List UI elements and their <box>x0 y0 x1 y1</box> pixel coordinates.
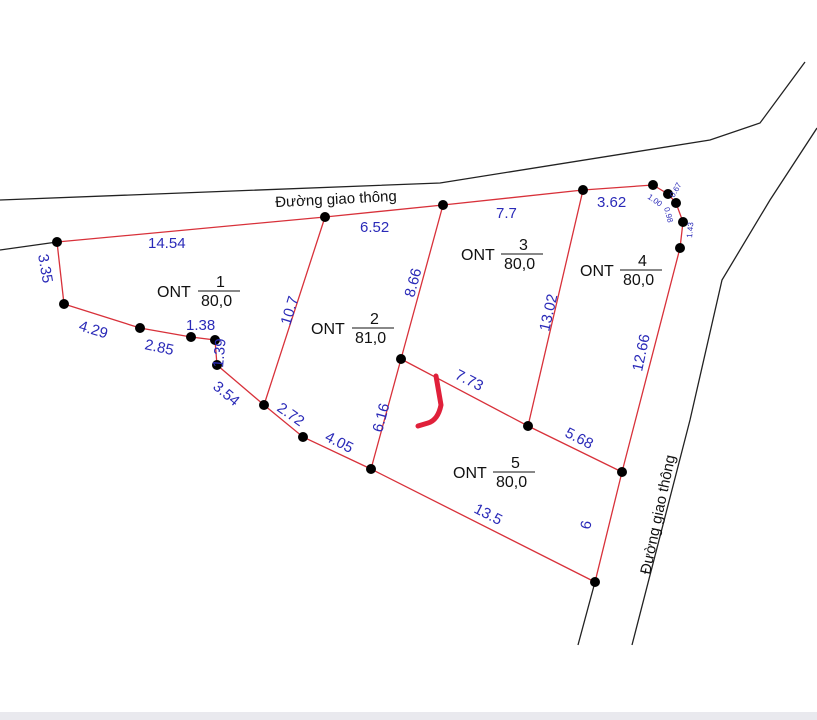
dim-label: 6.16 <box>369 401 393 434</box>
svg-text:ONT: ONT <box>453 465 487 482</box>
dim-label: 3.35 <box>34 253 56 285</box>
dim-label: 7.73 <box>452 366 486 394</box>
dim-label: 4.05 <box>322 428 356 456</box>
dim-label: 1.43 <box>685 221 695 238</box>
dim-label: 13.5 <box>471 500 505 528</box>
svg-text:2: 2 <box>370 311 379 328</box>
svg-text:ONT: ONT <box>311 321 345 338</box>
dim-label: 4.29 <box>77 318 110 343</box>
dim-label: 5.68 <box>562 424 596 452</box>
dim-label: 7.7 <box>496 205 517 222</box>
dim-label: 6 <box>577 519 595 531</box>
dim-label: 1.00 <box>646 192 664 209</box>
dim-label: 10.7 <box>278 294 303 327</box>
svg-text:81,0: 81,0 <box>355 330 386 347</box>
top-road-upper-edge <box>0 61 806 201</box>
dim-label: 12.66 <box>629 333 653 373</box>
dim-label: 6.52 <box>360 219 389 236</box>
lot-label-2: ONT 2 81,0 <box>311 311 394 347</box>
lot-divider-3-4 <box>527 189 584 427</box>
top-road-label: Đường giao thông <box>275 188 397 211</box>
right-road-inner-edge <box>577 581 596 646</box>
svg-text:1: 1 <box>216 274 225 291</box>
top-road-lower-edge <box>0 241 58 251</box>
svg-text:ONT: ONT <box>461 247 495 264</box>
right-road-outer-edge <box>631 127 817 646</box>
hand-drawn-marker <box>415 373 444 429</box>
dim-label: 1.39 <box>210 338 229 369</box>
lot-label-4: ONT 4 80,0 <box>580 253 662 289</box>
svg-text:ONT: ONT <box>580 263 614 280</box>
svg-text:3: 3 <box>519 237 528 254</box>
lot-label-5: ONT 5 80,0 <box>453 455 535 491</box>
lot-divider-1-2 <box>263 216 326 406</box>
svg-text:80,0: 80,0 <box>496 474 527 491</box>
svg-text:80,0: 80,0 <box>504 256 535 273</box>
svg-text:80,0: 80,0 <box>623 272 654 289</box>
dim-label: 14.54 <box>148 235 186 252</box>
lot-label-3: ONT 3 80,0 <box>461 237 543 273</box>
svg-text:4: 4 <box>638 253 647 270</box>
dim-label: 0.67 <box>668 181 684 199</box>
dim-label: 2.72 <box>274 399 308 430</box>
dim-label: 1.38 <box>186 317 215 334</box>
dim-label: 13.02 <box>536 292 561 332</box>
dim-label: 2.85 <box>143 336 175 359</box>
boundary-markers <box>52 180 688 587</box>
dim-label: 0.98 <box>662 206 675 224</box>
dim-label: 8.66 <box>401 266 425 299</box>
dim-label: 3.62 <box>597 194 626 211</box>
right-road-label: Đường giao thông <box>637 453 679 576</box>
svg-text:80,0: 80,0 <box>201 293 232 310</box>
lot-label-1: ONT 1 80,0 <box>157 274 240 310</box>
bottom-bar <box>0 712 817 720</box>
svg-text:5: 5 <box>511 455 520 472</box>
svg-text:ONT: ONT <box>157 284 191 301</box>
